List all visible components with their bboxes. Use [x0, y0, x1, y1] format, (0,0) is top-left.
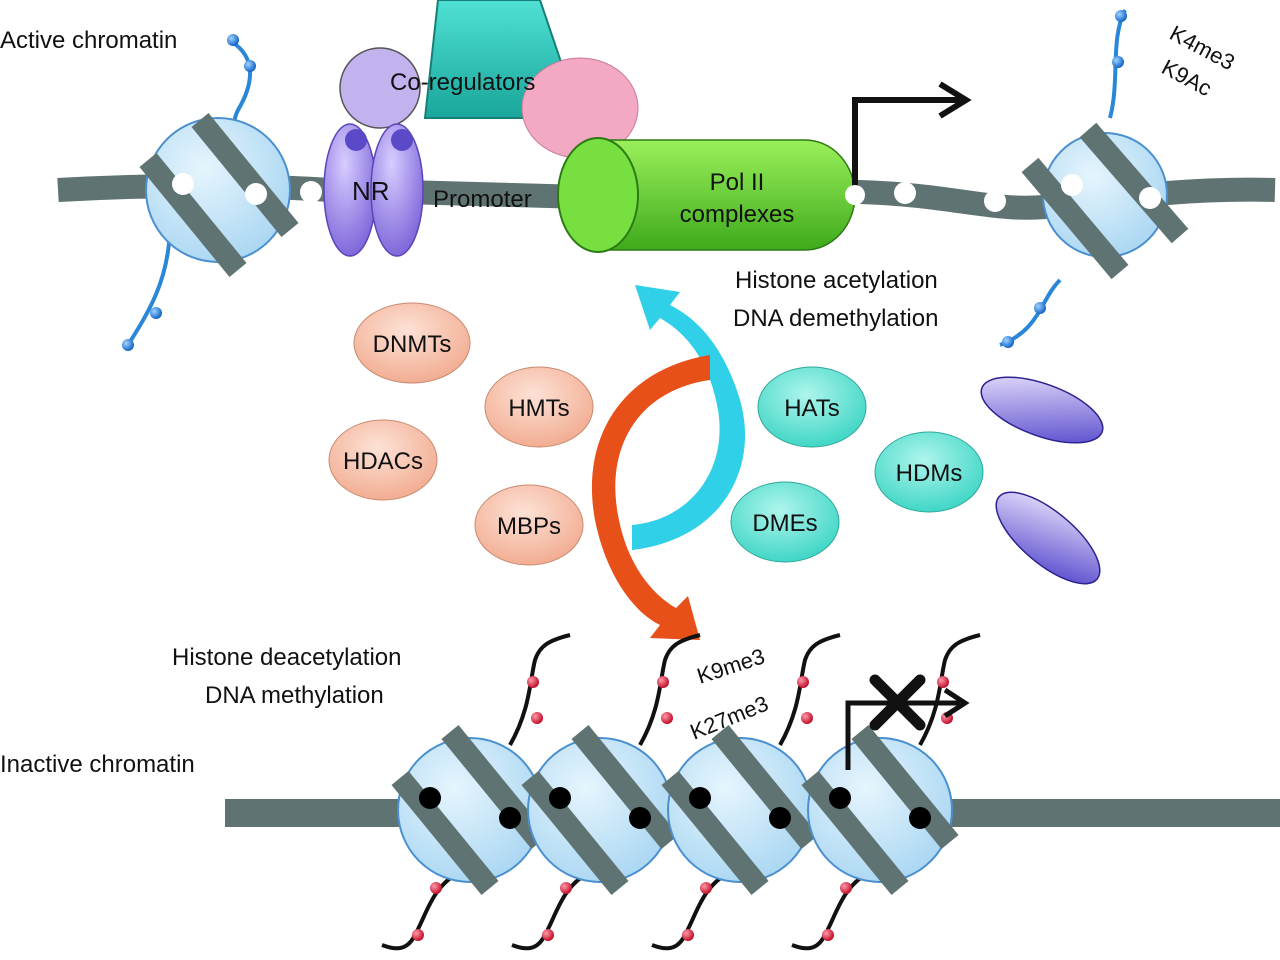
- dna-wrap: [711, 725, 819, 849]
- activator-enzymes: HATs HDMs DMEs: [730, 366, 984, 563]
- activation-label-1: Histone acetylation: [735, 267, 938, 294]
- methyl-mark: [937, 676, 949, 688]
- inactive-chromatin-region: Histone deacetylation DNA methylation In…: [0, 633, 1280, 951]
- methyl-mark: [542, 929, 554, 941]
- enzyme-mbps: MBPs: [497, 513, 561, 540]
- dna-wrap: [851, 725, 959, 849]
- inactive-chromatin-label: Inactive chromatin: [0, 751, 195, 778]
- methyl-mark: [822, 929, 834, 941]
- methylated-cpg: [769, 807, 791, 829]
- dna-wrap: [521, 771, 629, 895]
- histone-core: [807, 737, 953, 883]
- histone-tail: [918, 633, 981, 746]
- methyl-mark: [430, 882, 442, 894]
- histone-tails-inactive: [381, 633, 981, 951]
- methyl-mark: [661, 712, 673, 724]
- active-chromatin-region: Co-regulators NR Promoter Pol II complex…: [0, 0, 1276, 351]
- activation-label-2: DNA demethylation: [733, 305, 938, 332]
- nuclear-receptor: NR: [323, 123, 424, 257]
- acetyl-mark: [122, 339, 134, 351]
- methyl-mark: [840, 882, 852, 894]
- nucleosome: [801, 725, 959, 895]
- promoter-label: Promoter: [433, 186, 532, 213]
- dna-wrap: [441, 725, 549, 849]
- purple-protein-icon: [980, 376, 1104, 444]
- histone-tail: [778, 633, 841, 746]
- co-regulator-circle: [339, 47, 421, 129]
- enzyme-dnmts: DNMTs: [373, 331, 452, 358]
- purple-protein-icon: [995, 491, 1101, 585]
- nucleosomes-inactive: [391, 725, 959, 895]
- methyl-mark: [531, 712, 543, 724]
- enzyme-hmts: HMTs: [508, 395, 569, 422]
- cyan-activation-arrow-icon: [632, 285, 746, 550]
- dna-wrap: [391, 771, 499, 895]
- enzyme-dmes: DMEs: [752, 510, 817, 537]
- enzyme-hdacs: HDACs: [343, 448, 423, 475]
- nucleosome: [999, 9, 1189, 348]
- transcription-start-arrow-icon: [852, 81, 972, 190]
- nr-label: NR: [352, 176, 390, 206]
- orange-repression-arrow-icon: [591, 355, 710, 640]
- histone-tail: [638, 633, 701, 746]
- methyl-mark: [797, 676, 809, 688]
- methyl-mark: [682, 929, 694, 941]
- methylated-cpg: [829, 787, 851, 809]
- enzyme-hats: HATs: [784, 395, 840, 422]
- methyl-mark: [657, 676, 669, 688]
- repressor-enzymes: DNMTs HMTs HDACs MBPs: [328, 302, 594, 566]
- histone-tail: [508, 633, 571, 746]
- methyl-mark: [527, 676, 539, 688]
- blocked-transcription-arrow-icon: [845, 674, 970, 770]
- dna-wrap: [661, 771, 769, 895]
- histone-tail: [126, 229, 172, 347]
- nucleosome: [521, 725, 679, 895]
- repression-label-2: DNA methylation: [205, 682, 384, 709]
- methyl-mark: [412, 929, 424, 941]
- methyl-mark: [700, 882, 712, 894]
- nucleosome: [122, 34, 322, 351]
- methylated-cpg: [629, 807, 651, 829]
- pol2-label-1: Pol II: [710, 169, 765, 196]
- methylated-cpg: [419, 787, 441, 809]
- k9me3-label: K9me3: [694, 643, 768, 688]
- pol-ii-complex: Pol II complexes: [557, 137, 856, 253]
- enzyme-hdms: HDMs: [896, 460, 963, 487]
- active-chromatin-label: Active chromatin: [0, 27, 177, 54]
- methylated-cpg: [689, 787, 711, 809]
- acetyl-mark: [244, 60, 256, 72]
- methyl-mark: [801, 712, 813, 724]
- nucleosome: [661, 725, 819, 895]
- nucleosome: [391, 725, 549, 895]
- dna-wrap: [801, 771, 909, 895]
- methyl-mark: [560, 882, 572, 894]
- co-regulators-label: Co-regulators: [390, 69, 535, 96]
- pol2-label-2: complexes: [680, 201, 795, 228]
- acetyl-mark: [150, 307, 162, 319]
- repression-label-1: Histone deacetylation: [172, 644, 401, 671]
- dna-wrap: [571, 725, 679, 849]
- acetyl-mark: [227, 34, 239, 46]
- methylated-cpg: [499, 807, 521, 829]
- methylated-cpg: [549, 787, 571, 809]
- methylated-cpg: [909, 807, 931, 829]
